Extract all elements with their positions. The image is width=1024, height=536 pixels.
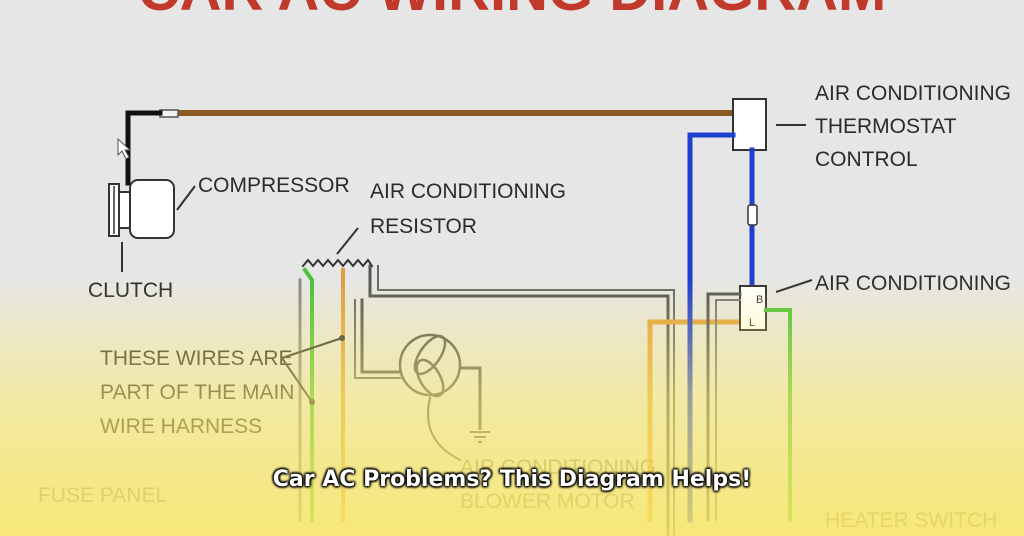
resistor-leader — [336, 227, 359, 255]
inline-fuse — [747, 204, 758, 226]
relay-terminal-b: B — [756, 294, 763, 306]
blower-leader — [427, 396, 462, 462]
heater-switch-label: HEATER SWITCH — [825, 509, 997, 532]
clutch-label: CLUTCH — [88, 279, 173, 302]
compressor-label: COMPRESSOR — [198, 174, 350, 197]
harness-label-line2: PART OF THE MAIN — [100, 381, 294, 404]
blower-label-line2: BLOWER MOTOR — [460, 490, 635, 513]
resistor-label-line2: RESISTOR — [370, 215, 477, 238]
compressor-lead — [125, 110, 163, 186]
harness-dot-a — [339, 335, 345, 341]
relay-leader — [775, 279, 813, 293]
compressor-leader — [176, 185, 196, 211]
thermostat-label-line2: THERMOSTAT — [815, 115, 957, 138]
caption-text: Car AC Problems? This Diagram Helps! — [272, 467, 752, 492]
resistor-icon — [301, 258, 374, 268]
thermostat-label-line3: CONTROL — [815, 148, 918, 171]
relay-terminal-l: L — [749, 317, 755, 329]
harness-label-line3: WIRE HARNESS — [100, 415, 262, 438]
resistor-wire-c — [360, 298, 402, 374]
wire-connector — [159, 109, 179, 118]
relay-label: AIR CONDITIONING — [815, 272, 1011, 295]
thermostat-label-line1: AIR CONDITIONING — [815, 82, 1011, 105]
thermostat-box — [732, 98, 767, 151]
blue-wire-left — [687, 132, 736, 523]
diagram-title: CAR AC WIRING DIAGRAM — [138, 0, 887, 23]
compressor-icon — [108, 179, 175, 239]
blower-motor-icon — [398, 333, 490, 443]
resistor-label-line1: AIR CONDITIONING — [370, 180, 566, 203]
harness-label-line1: THESE WIRES ARE — [100, 347, 293, 370]
harness-dot-b — [309, 399, 315, 405]
